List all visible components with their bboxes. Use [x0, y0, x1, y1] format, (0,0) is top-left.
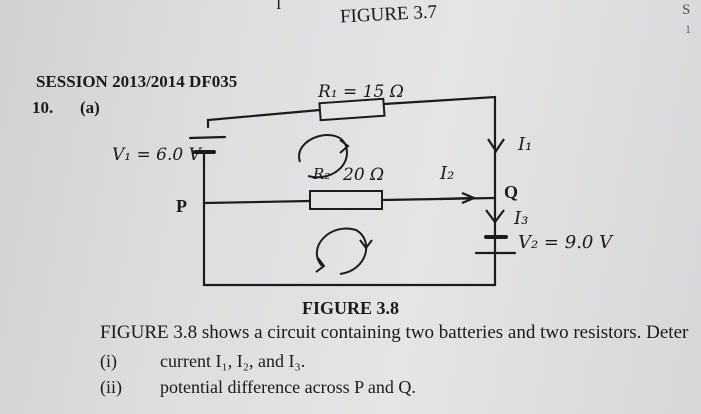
resistor-r1: [318, 97, 386, 122]
item-i-number: (i): [100, 351, 117, 371]
i2-arrow: [438, 196, 472, 201]
left-wire: [202, 150, 497, 287]
session-heading: SESSION 2013/2014 DF035: [36, 72, 238, 91]
r1-label: R₁ = 15 Ω: [318, 82, 404, 102]
item-ii-text: potential difference across P and Q.: [160, 377, 416, 397]
r2-value-label: 20 Ω: [343, 165, 385, 185]
top-mark: I: [276, 0, 282, 13]
node-q-label: Q: [504, 182, 519, 202]
top-wire-right: [382, 95, 497, 287]
i3-label: I₃: [514, 208, 529, 229]
item-ii-number: (ii): [100, 377, 122, 397]
top-wire: [206, 108, 322, 129]
v2-label: V₂ = 9.0 V: [518, 232, 613, 253]
i3-arrow-icon: [485, 209, 505, 224]
battery-v2: [474, 235, 517, 255]
resistor-r2: [309, 190, 383, 210]
node-p-label: P: [176, 196, 187, 216]
question-description: FIGURE 3.8 shows a circuit containing tw…: [100, 322, 689, 343]
battery-v1: [188, 135, 227, 154]
i2-label: I₂: [440, 163, 455, 184]
middle-wire-right: [380, 196, 497, 202]
corner-s: S: [682, 2, 691, 18]
r2-name-label: R₂: [313, 165, 331, 183]
middle-wire: [202, 199, 312, 205]
corner-1: 1: [685, 22, 691, 36]
loop-lower-icon: [315, 227, 373, 275]
item-i-text: current I₁, I₂, and I₃.: [160, 351, 306, 371]
figure-caption: FIGURE 3.8: [302, 298, 400, 318]
question-part: (a): [80, 98, 100, 117]
v1-label: V₁ = 6.0 V: [112, 145, 201, 165]
i1-arrow-icon: [487, 138, 505, 153]
i1-label: I₁: [518, 134, 533, 155]
question-number: 10.: [32, 98, 54, 117]
loop-upper-icon: [298, 134, 350, 179]
i2-arrowhead-icon: [461, 191, 477, 205]
